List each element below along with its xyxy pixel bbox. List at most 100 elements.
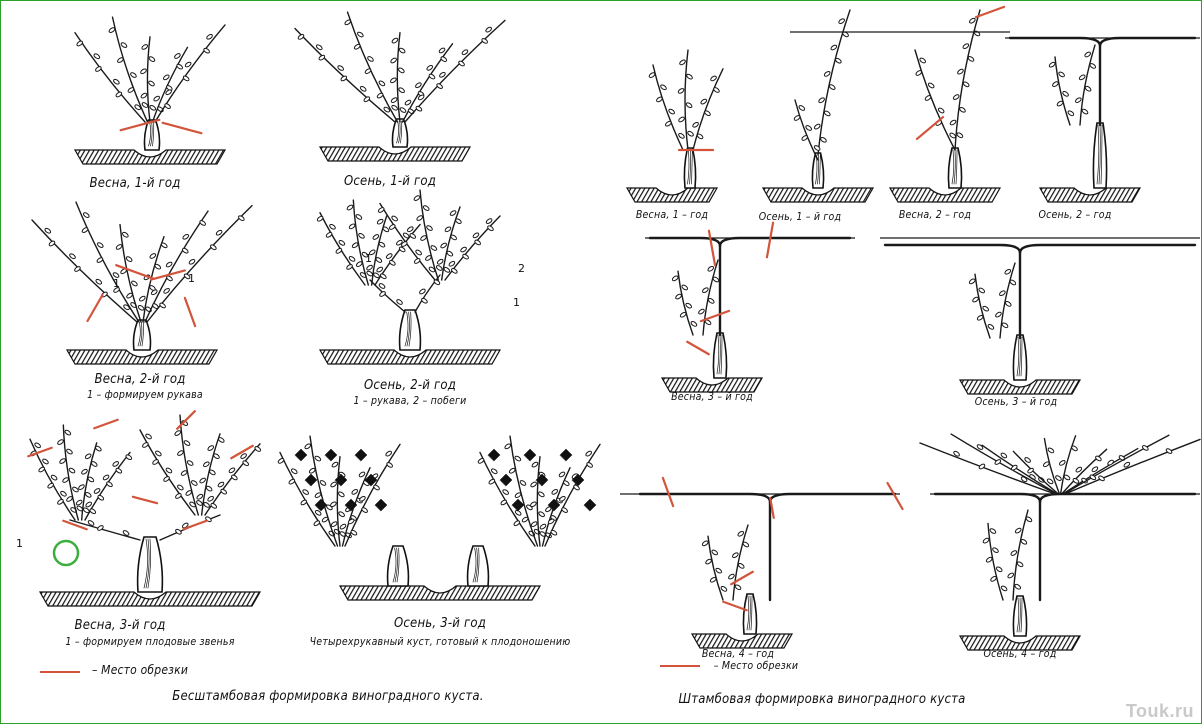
grape-leaf	[344, 498, 358, 512]
cut-mark	[131, 495, 159, 505]
bud	[108, 27, 116, 33]
vine-shoot	[692, 68, 724, 151]
bud	[363, 96, 371, 103]
vine-shoot	[346, 11, 399, 123]
bud	[321, 516, 329, 523]
bud	[175, 493, 182, 499]
bud	[314, 455, 322, 462]
bud	[448, 260, 456, 267]
bud	[1062, 91, 1069, 97]
bud	[316, 215, 324, 222]
bark-line	[408, 311, 412, 347]
grape-leaf	[523, 448, 537, 462]
bud	[737, 563, 745, 569]
bud	[165, 467, 173, 474]
bud	[704, 110, 711, 117]
bud	[402, 232, 410, 239]
soil-mound	[888, 187, 1002, 203]
label-autumn-year3: Осень, 3-й год	[394, 616, 486, 631]
bud	[687, 130, 694, 137]
bud	[314, 492, 322, 499]
bud	[709, 576, 717, 583]
bud	[379, 291, 386, 297]
bud	[396, 299, 403, 305]
bud	[180, 470, 188, 476]
bud	[139, 295, 146, 302]
bud	[125, 454, 133, 461]
bud	[435, 265, 443, 271]
vine-trunk	[683, 147, 697, 189]
bud	[364, 68, 372, 75]
bud	[209, 469, 216, 476]
bud	[830, 44, 838, 51]
bud	[228, 467, 236, 474]
vine-shoot	[139, 429, 196, 516]
pruning-cut-marks	[27, 5, 1006, 612]
label-std-autumn-year1: Осень, 1 – й год	[758, 211, 842, 223]
bud	[1063, 474, 1071, 481]
soil-mound	[38, 591, 262, 607]
bud	[382, 226, 390, 233]
bud	[713, 87, 720, 93]
legend-cut-swatch-right	[660, 665, 700, 667]
bud	[700, 98, 708, 105]
bud	[34, 442, 41, 449]
bark-line	[689, 149, 691, 185]
bud	[982, 537, 990, 544]
bud	[60, 490, 67, 497]
vine-trunk	[386, 545, 410, 587]
bud	[519, 480, 527, 486]
soil-mound	[958, 635, 1082, 651]
bud	[290, 468, 298, 475]
bud	[346, 264, 353, 270]
bud	[462, 253, 469, 260]
bud	[203, 502, 210, 508]
bud	[443, 267, 451, 273]
vine-shoot	[294, 27, 396, 123]
bud	[318, 54, 326, 61]
bark-line	[955, 149, 958, 185]
bud	[398, 67, 405, 74]
bud	[122, 530, 130, 536]
bud	[331, 461, 339, 468]
bud	[586, 462, 593, 468]
bark-line	[1020, 336, 1023, 377]
bud	[378, 80, 386, 87]
bud	[426, 64, 434, 71]
cut-mark	[115, 264, 155, 280]
bud	[358, 471, 366, 478]
marker-1-arm-right: 1	[188, 272, 195, 285]
cut-mark	[149, 269, 187, 281]
bud	[992, 547, 999, 554]
bark-line	[139, 321, 143, 347]
bud	[115, 91, 123, 98]
grape-leaf	[354, 448, 368, 462]
bark-line	[1020, 597, 1023, 633]
bud	[376, 266, 384, 273]
bark-line	[148, 121, 151, 147]
bud	[190, 480, 198, 486]
vine-shoot	[200, 433, 221, 516]
bud	[968, 278, 976, 285]
bud	[585, 450, 593, 457]
bud	[419, 288, 426, 295]
bud	[112, 461, 120, 467]
bud	[339, 523, 347, 530]
bud	[715, 567, 723, 574]
label-std-autumn-year4: Осень, 4 – год	[983, 648, 1057, 660]
bark-line	[951, 149, 955, 185]
bud	[707, 265, 715, 272]
bud	[165, 85, 173, 91]
label-std-spring-year2: Весна, 2 – год	[898, 209, 972, 221]
bud	[164, 103, 171, 109]
bud	[1048, 61, 1056, 68]
bud	[319, 480, 327, 486]
legend-label-right: – Место обрезки	[713, 660, 799, 672]
bud	[1000, 452, 1008, 459]
bud	[113, 287, 120, 293]
bud	[835, 57, 842, 64]
bud	[150, 289, 158, 296]
bud	[66, 448, 73, 455]
bud	[174, 430, 182, 436]
legend-label-left: – Место обрезки	[91, 663, 189, 677]
